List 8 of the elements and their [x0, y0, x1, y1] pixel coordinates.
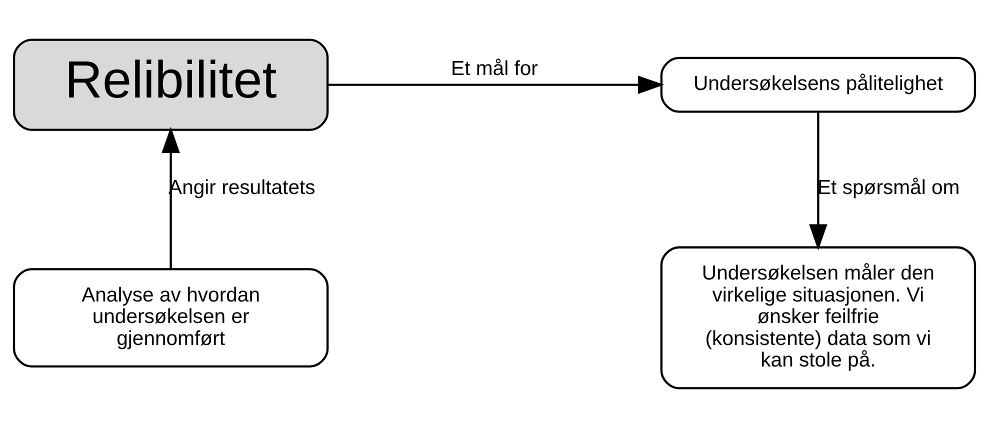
- node-box: Relibilitet: [12, 38, 329, 131]
- arrow: [809, 112, 828, 250]
- node-box: Analyse av hvordan undersøkelsen er gjennomført: [12, 268, 329, 368]
- node-box: Undersøkelsen måler den virkelige situasjonen. Vi ønsker feilfrie (konsistente) data som vi kan stole på.: [660, 246, 976, 390]
- arrow: [328, 76, 664, 94]
- node-box: Undersøkelsens pålitelighet: [660, 56, 976, 113]
- arrow: [162, 126, 180, 270]
- edge-label: Et mål for: [451, 58, 538, 80]
